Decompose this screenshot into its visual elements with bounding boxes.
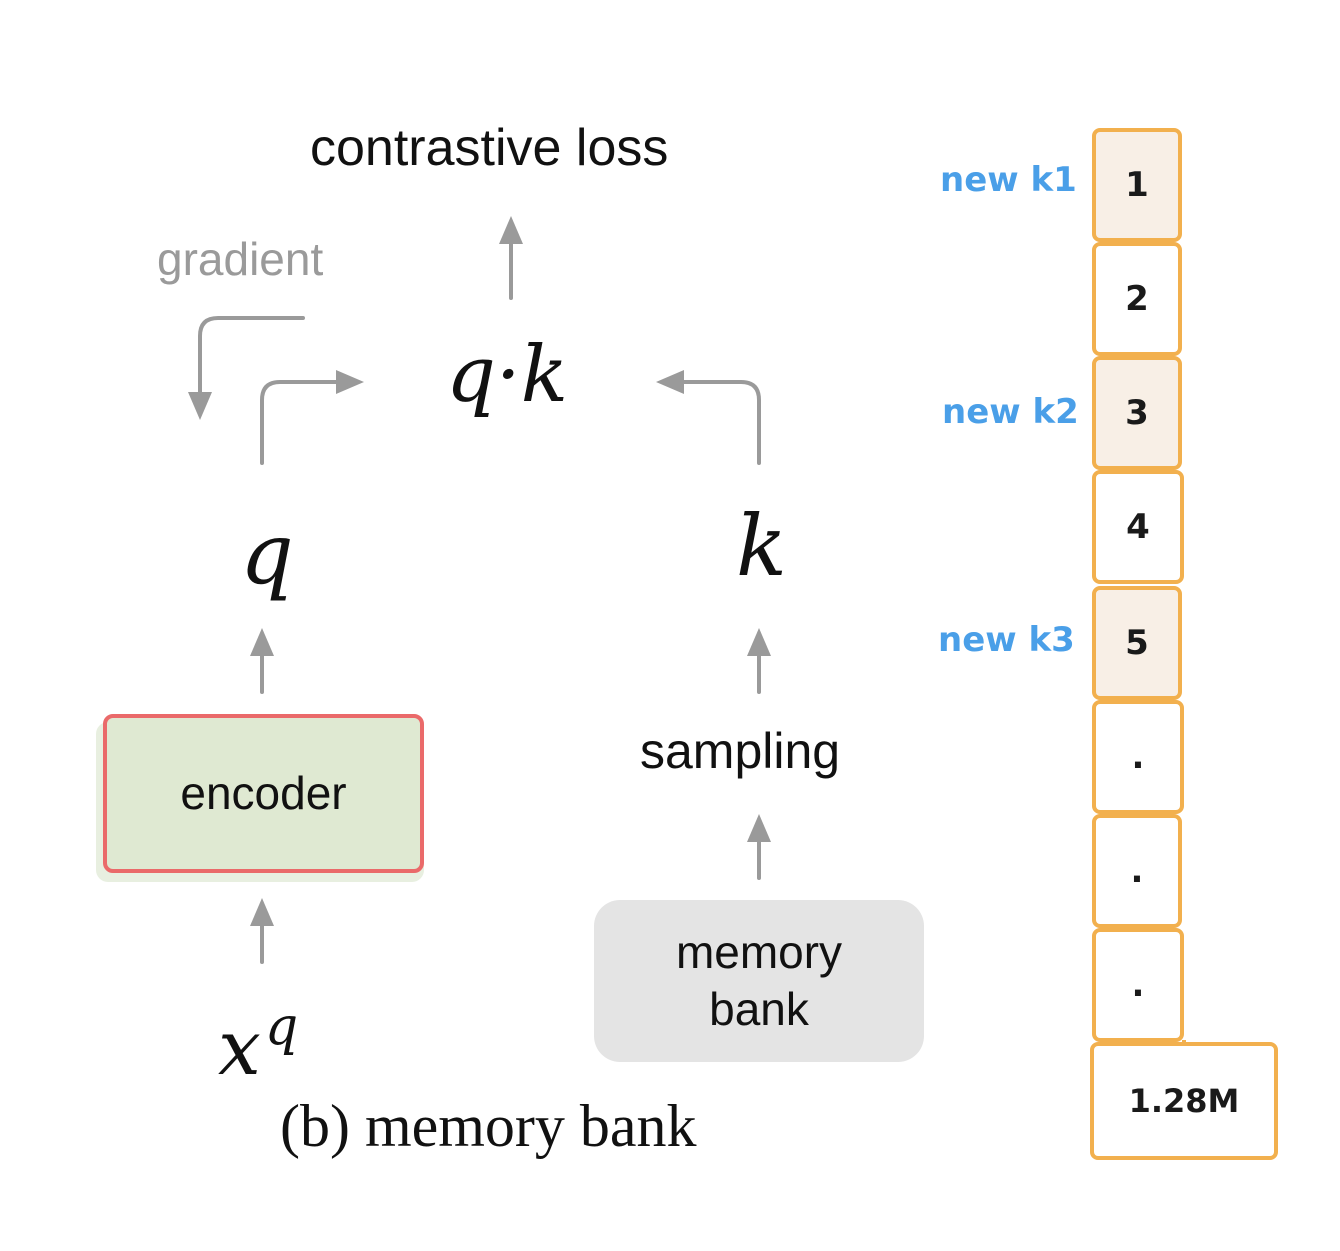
arrow-q-to-qk — [260, 380, 342, 465]
gradient-label: gradient — [157, 233, 324, 285]
q-symbol: q — [240, 505, 294, 603]
bank-cell-5: 5 — [1092, 586, 1182, 700]
arrowhead-q-to-qk — [336, 370, 364, 394]
memory-bank-box — [594, 900, 924, 1062]
bank-cell-4: 4 — [1092, 470, 1184, 584]
input-base: x — [218, 1003, 261, 1092]
arrowhead-loss — [499, 216, 523, 244]
encoder-label: encoder — [180, 767, 347, 819]
bank-cell-dot-2: . — [1092, 814, 1182, 928]
bank-cell-3: 3 — [1092, 356, 1182, 470]
new-k1-label: new k1 — [940, 160, 1077, 200]
arrowhead-gradient — [188, 392, 212, 420]
bank-cell-1: 1 — [1092, 128, 1182, 242]
bank-cell-dot-1: . — [1092, 700, 1184, 814]
arrowhead-encoder-to-q — [250, 628, 274, 656]
figure-caption: (b) memory bank — [280, 1093, 697, 1159]
bank-cell-last: 1.28M — [1090, 1042, 1278, 1160]
arrowhead-memory-to-sampling — [747, 814, 771, 842]
bank-cell-dot-3: . — [1092, 928, 1184, 1042]
k-symbol: k — [736, 497, 787, 595]
bank-cell-2: 2 — [1092, 242, 1182, 356]
new-k2-label: new k2 — [942, 392, 1079, 432]
title-contrastive-loss: contrastive loss — [310, 119, 669, 177]
memory-bank-line1: memory — [675, 926, 843, 978]
memory-bank-label: memory bank — [594, 924, 924, 1038]
arrowhead-x-to-encoder — [250, 898, 274, 926]
input-x-q: xq — [218, 997, 298, 1095]
arrow-k-to-qk — [678, 380, 761, 465]
memory-bank-line2: bank — [709, 983, 809, 1035]
dot-product-label: q·k — [446, 330, 568, 420]
encoder-box — [103, 714, 424, 873]
arrowhead-k-to-qk — [656, 370, 684, 394]
sampling-label: sampling — [640, 723, 841, 779]
input-superscript: q — [264, 997, 299, 1057]
gradient-arrow — [198, 316, 305, 400]
arrowhead-sampling-to-k — [747, 628, 771, 656]
new-k3-label: new k3 — [938, 620, 1075, 660]
